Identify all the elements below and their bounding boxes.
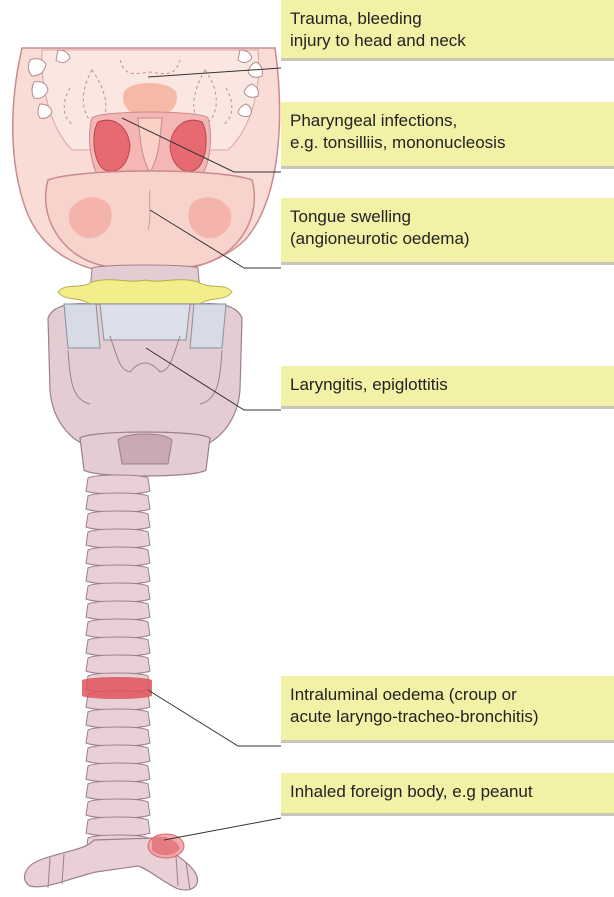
trachea-ring: [86, 781, 150, 800]
trachea-ring: [86, 619, 150, 638]
trachea-ring: [86, 799, 150, 818]
trachea-ring: [86, 583, 150, 602]
trachea-ring: [86, 637, 150, 656]
label-intraluminal-underline: [281, 740, 614, 743]
label-tongue-underline: [281, 262, 614, 265]
label-pharyngeal: Pharyngeal infections, e.g. tonsilliis, …: [281, 102, 614, 166]
label-laryngitis: Laryngitis, epiglottitis: [281, 366, 614, 406]
label-intraluminal: Intraluminal oedema (croup or acute lary…: [281, 676, 614, 740]
trachea-ring: [86, 511, 150, 530]
trachea-ring: [86, 475, 150, 494]
trachea-ring: [86, 655, 150, 674]
trachea-ring: [86, 763, 150, 782]
label-trauma-underline: [281, 58, 614, 61]
label-pharyngeal-underline: [281, 166, 614, 169]
label-foreign-body-underline: [281, 813, 614, 816]
trachea-ring: [86, 493, 150, 512]
trachea-ring: [86, 745, 150, 764]
trachea-ring: [86, 817, 150, 836]
leader-line-foreign-body: [164, 818, 281, 840]
leader-line-intraluminal: [148, 690, 281, 746]
larynx-illustration: [48, 265, 242, 476]
label-trauma: Trauma, bleeding injury to head and neck: [281, 0, 614, 58]
label-tongue: Tongue swelling (angioneurotic oedema): [281, 198, 614, 262]
label-foreign-body: Inhaled foreign body, e.g peanut: [281, 773, 614, 813]
trachea-ring: [86, 565, 150, 584]
trachea-ring: [86, 727, 150, 746]
trachea-ring: [86, 547, 150, 566]
trachea-ring: [86, 601, 150, 620]
label-laryngitis-underline: [281, 406, 614, 409]
trachea-illustration: [25, 475, 198, 890]
open-mouth-illustration: [13, 48, 280, 274]
trachea-ring: [86, 709, 150, 728]
trachea-ring: [86, 529, 150, 548]
